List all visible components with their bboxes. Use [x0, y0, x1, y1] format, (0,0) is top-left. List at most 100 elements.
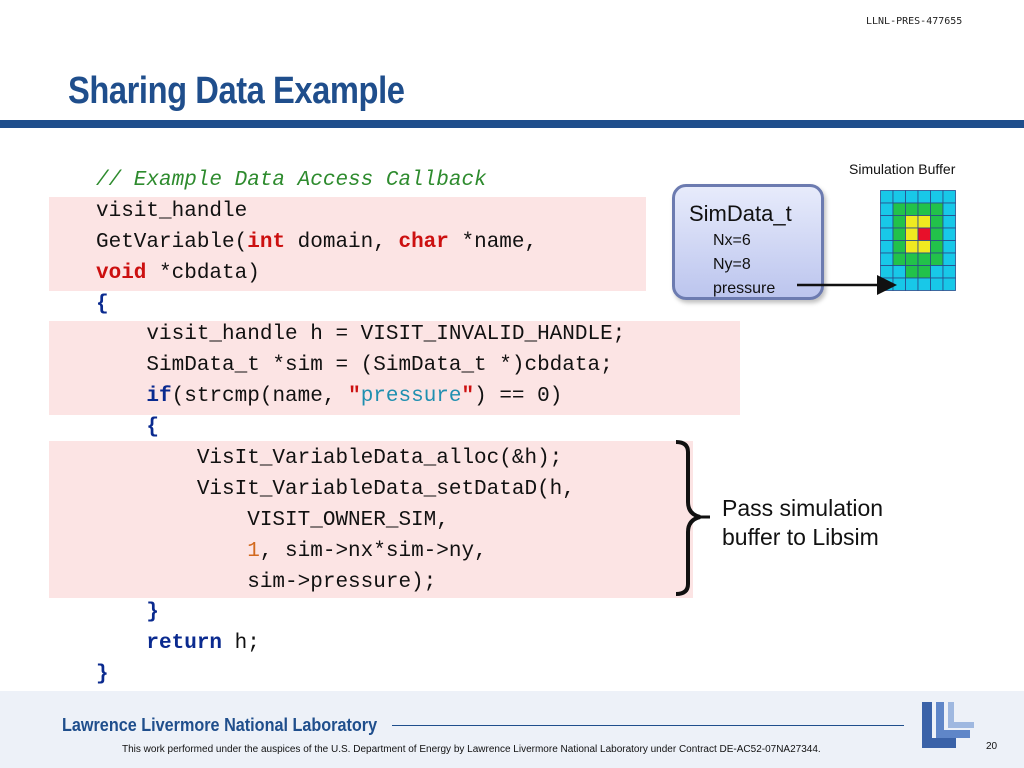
llnl-logo-icon [922, 702, 974, 748]
buffer-cell [892, 202, 906, 216]
buffer-cell [930, 202, 944, 216]
code-line: } [96, 660, 625, 691]
code-text [96, 632, 146, 655]
buffer-cell [905, 277, 919, 291]
simdata-struct-box: SimData_t Nx=6 Ny=8 pressure [672, 184, 824, 300]
simdata-field-nx: Nx=6 [713, 232, 751, 249]
curly-bracket-icon [675, 440, 710, 596]
code-keyword: void [96, 261, 147, 285]
code-line: GetVariable(int domain, char *name, [96, 228, 625, 259]
buffer-cell [917, 252, 931, 266]
code-number: 1 [247, 539, 260, 563]
code-line: visit_handle [96, 197, 625, 228]
code-brace: { [96, 292, 109, 316]
buffer-cell [942, 190, 956, 204]
buffer-cell [917, 277, 931, 291]
highlight-body [49, 321, 740, 415]
code-text: , sim->nx*sim->ny, [259, 539, 487, 563]
buffer-cell [930, 240, 944, 254]
annotation-line: Pass simulation [722, 495, 884, 521]
code-text: sim->pressure); [96, 570, 437, 594]
code-quote: " [348, 385, 361, 409]
code-brace: } [96, 663, 109, 687]
footer-note: This work performed under the auspices o… [122, 744, 821, 755]
buffer-cell [930, 252, 944, 266]
code-text [96, 385, 146, 408]
buffer-cell [905, 265, 919, 279]
code-comment: // Example Data Access Callback [96, 169, 487, 192]
code-text: h; [222, 632, 260, 656]
buffer-cell [942, 240, 956, 254]
code-keyword: int [247, 230, 286, 254]
buffer-cell [942, 202, 956, 216]
buffer-cell [880, 252, 894, 266]
code-brace: } [96, 601, 160, 625]
document-id: LLNL-PRES-477655 [866, 16, 963, 27]
buffer-cell [892, 227, 906, 241]
code-text: VISIT_OWNER_SIM, [96, 508, 449, 532]
page-number: 20 [986, 741, 998, 752]
buffer-cell [942, 252, 956, 266]
bracket-annotation: Pass simulation buffer to Libsim [722, 494, 883, 552]
code-line: 1, sim->nx*sim->ny, [96, 537, 625, 568]
title-rule [0, 120, 1024, 128]
code-brace: { [96, 416, 160, 440]
footer-rule [392, 725, 904, 726]
buffer-cell [892, 190, 906, 204]
buffer-cell [905, 240, 919, 254]
code-line: void *cbdata) [96, 259, 625, 290]
code-text: VisIt_VariableData_setDataD(h, [96, 477, 575, 501]
code-text [96, 540, 247, 563]
buffer-cell [917, 190, 931, 204]
buffer-cell [880, 240, 894, 254]
buffer-cell [892, 240, 906, 254]
buffer-cell [905, 215, 919, 229]
code-line: VisIt_VariableData_alloc(&h); [96, 444, 625, 475]
buffer-cell [880, 190, 894, 204]
annotation-line: buffer to Libsim [722, 524, 879, 550]
code-text: visit_handle h = VISIT_INVALID_HANDLE; [96, 323, 626, 347]
code-text: GetVariable( [96, 230, 248, 254]
slide-title: Sharing Data Example [68, 70, 405, 112]
buffer-cell [917, 240, 931, 254]
simdata-field-pressure: pressure [713, 280, 776, 297]
highlight-setdata [49, 441, 693, 598]
code-text: visit_handle [96, 199, 248, 223]
buffer-cell [892, 265, 906, 279]
buffer-cell [942, 227, 956, 241]
code-line: if(strcmp(name, "pressure") == 0) [96, 382, 625, 413]
code-quote: " [461, 385, 475, 409]
code-line: visit_handle h = VISIT_INVALID_HANDLE; [96, 320, 625, 351]
buffer-cell [930, 227, 944, 241]
buffer-cell [880, 215, 894, 229]
code-block: // Example Data Access Callback visit_han… [96, 166, 625, 691]
code-line: SimData_t *sim = (SimData_t *)cbdata; [96, 351, 625, 382]
buffer-cell [917, 227, 931, 241]
buffer-cell [880, 265, 894, 279]
buffer-cell [942, 265, 956, 279]
highlight-signature [49, 197, 646, 291]
buffer-cell [892, 277, 906, 291]
buffer-cell [942, 215, 956, 229]
footer-lab-name: Lawrence Livermore National Laboratory [62, 715, 378, 735]
buffer-cell [930, 277, 944, 291]
code-line: { [96, 413, 625, 444]
code-keyword: if [146, 385, 172, 409]
buffer-cell [917, 215, 931, 229]
buffer-cell [930, 265, 944, 279]
simulation-buffer-grid [880, 190, 956, 291]
buffer-cell [930, 215, 944, 229]
code-line: sim->pressure); [96, 568, 625, 599]
code-keyword: char [398, 230, 449, 254]
buffer-cell [905, 190, 919, 204]
buffer-cell [905, 202, 919, 216]
simulation-buffer-label: Simulation Buffer [849, 161, 956, 177]
buffer-cell [942, 277, 956, 291]
buffer-cell [892, 252, 906, 266]
buffer-cell [930, 190, 944, 204]
code-text: ) == 0) [474, 385, 563, 409]
buffer-cell [917, 202, 931, 216]
buffer-cell [880, 227, 894, 241]
buffer-cell [880, 277, 894, 291]
code-text: *cbdata) [146, 261, 260, 285]
